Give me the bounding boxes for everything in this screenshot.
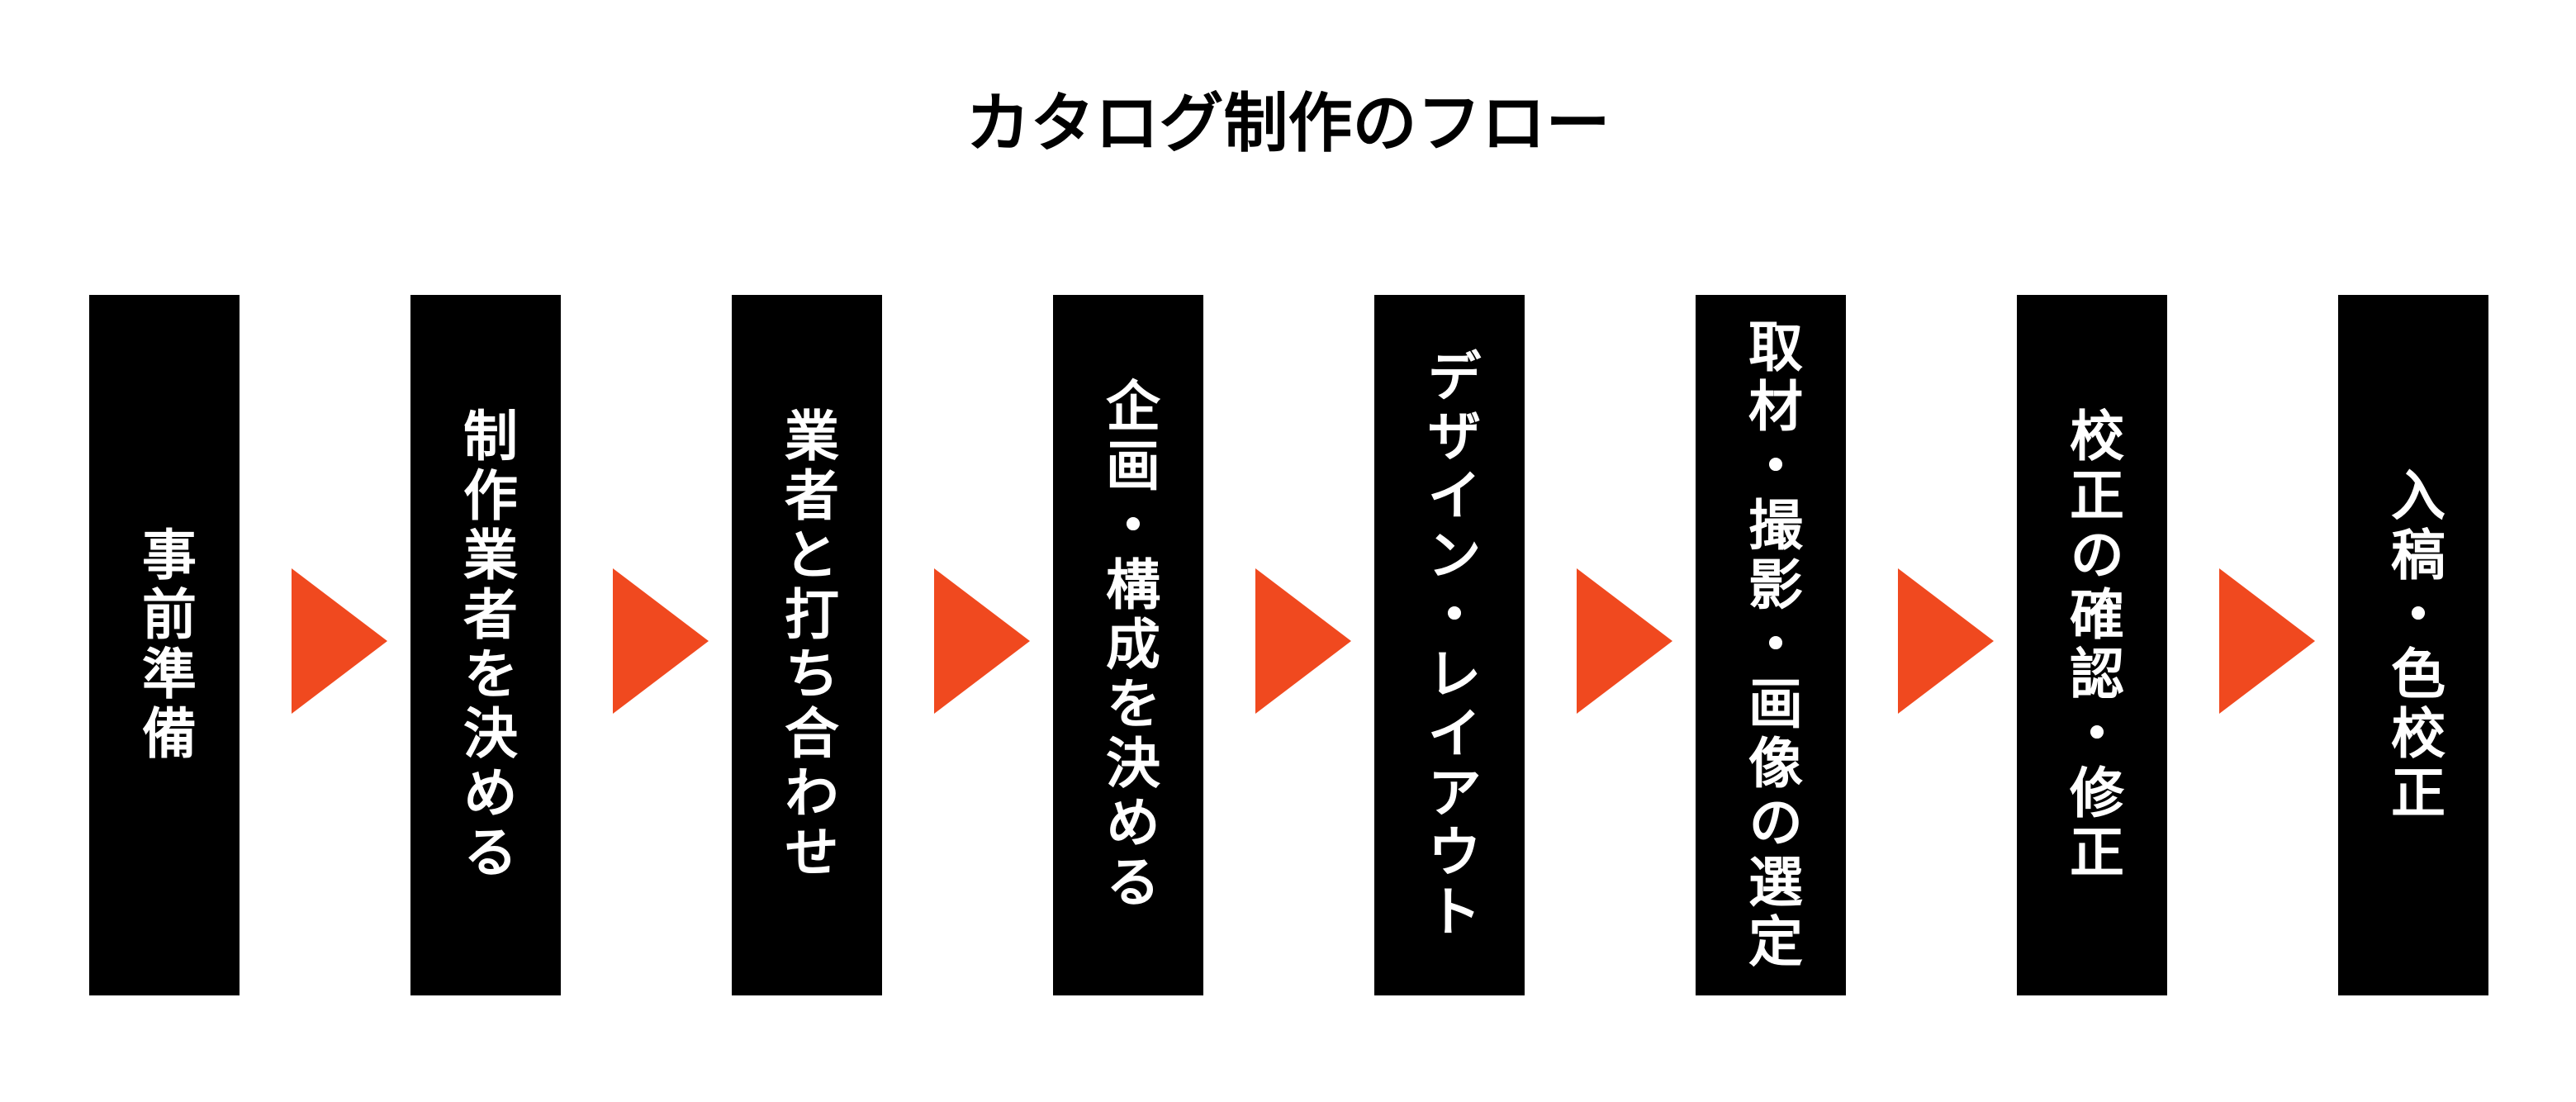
step-box-2: 制作業者を決める <box>410 295 561 995</box>
step-label: 取材・撮影・画像の選定 <box>1739 318 1803 972</box>
step-label: 企画・構成を決める <box>1097 378 1160 913</box>
step-box-3: 業者と打ち合わせ <box>732 295 882 995</box>
arrow-right-icon <box>934 568 1030 714</box>
arrow-right-icon <box>292 568 387 714</box>
step-label: 業者と打ち合わせ <box>776 407 839 883</box>
diagram-title: カタログ制作のフロー <box>965 87 1611 161</box>
step-box-7: 校正の確認・修正 <box>2017 295 2167 995</box>
arrow-right-icon <box>1255 568 1351 714</box>
arrow-right-icon <box>613 568 709 714</box>
step-label: 事前準備 <box>133 526 197 764</box>
step-label: 制作業者を決める <box>454 407 518 883</box>
arrow-right-icon <box>2219 568 2315 714</box>
arrow-right-icon <box>1898 568 1994 714</box>
arrow-right-icon <box>1577 568 1672 714</box>
step-label: 入稿・色校正 <box>2382 467 2446 824</box>
step-box-1: 事前準備 <box>89 295 240 995</box>
step-box-8: 入稿・色校正 <box>2338 295 2488 995</box>
step-box-6: 取材・撮影・画像の選定 <box>1696 295 1846 995</box>
step-label: 校正の確認・修正 <box>2061 407 2124 883</box>
step-box-5: デザイン・レイアウト <box>1374 295 1525 995</box>
step-label: デザイン・レイアウト <box>1418 348 1482 943</box>
step-box-4: 企画・構成を決める <box>1053 295 1203 995</box>
